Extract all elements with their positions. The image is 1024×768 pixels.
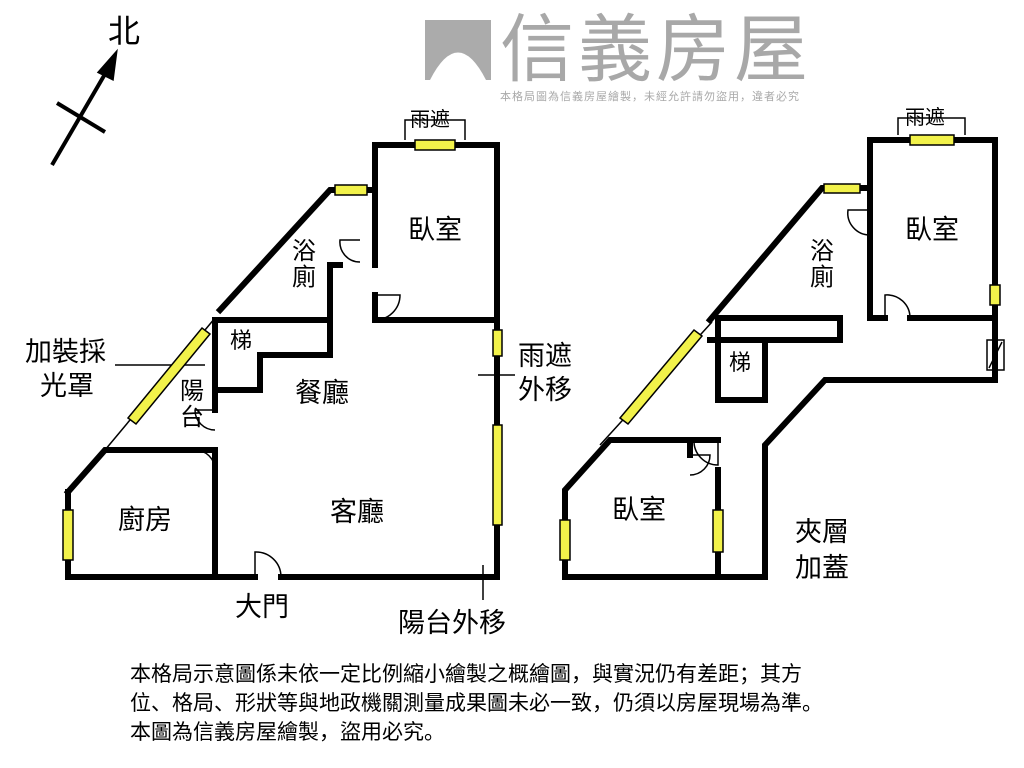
window [909,134,955,146]
door-icon [884,294,911,319]
kitchen-label: 廚房 [118,505,172,536]
bathroom-label: 浴廁 [292,237,316,291]
window [492,329,503,357]
canopy-label: 雨遮 [410,107,450,131]
note-line: 本格局示意圖係未依一定比例縮小繪製之概繪圖，與實況仍有差距；其方 [130,662,802,686]
window [126,326,212,426]
canopy-moved-label: 雨遮外移 [518,341,572,406]
walls [63,137,998,580]
windows [62,134,1001,561]
canopy-frames [404,117,1005,371]
main-door-label: 大門 [235,592,289,623]
balcony-label: 陽台 [180,377,204,431]
living-label: 客廳 [330,497,384,528]
north-label: 北 [108,12,141,50]
dining-label: 餐廳 [295,378,349,409]
window [989,284,1001,306]
balcony-moved-label: 陽台外移 [398,608,506,639]
door-icon [689,454,711,476]
skylight-cover-label: 加裝採光罩 [25,337,106,402]
bathroom-label: 浴廁 [810,237,834,291]
window [712,509,724,553]
door-icon [693,439,719,466]
window [414,139,456,151]
window [618,328,704,426]
north-arrow-icon [50,48,118,167]
note-line: 位、格局、形狀等與地政機關測量成果圖未必一致，仍須以房屋現場為準。 [130,691,823,715]
bedroom-top-label: 臥室 [905,215,959,246]
disclaimer-note: 本格局示意圖係未依一定比例縮小繪製之概繪圖，與實況仍有差距；其方 位、格局、形狀… [130,660,1010,747]
watermark-logo [425,20,491,80]
watermark-notice: 本格局圖為信義房屋繪製，未經允許請勿盜用，違者必究 [500,90,800,103]
door-icon [194,449,216,471]
window [823,183,861,194]
window [559,519,571,561]
watermark-brand: 信義房屋 [500,7,812,93]
window [62,509,74,561]
canopy-label: 雨遮 [905,105,945,129]
mezzanine-label: 夾層加蓋 [795,517,849,584]
stairs-label: 梯 [230,329,253,354]
guide-lines [104,317,713,600]
main-door-icon [254,551,282,578]
bedroom-label: 臥室 [408,215,462,246]
doors [194,209,911,578]
door-icon [374,294,401,321]
window [334,184,368,196]
stairs-label: 梯 [729,351,752,376]
door-icon [847,209,871,236]
window [492,424,503,526]
door-icon [194,409,216,431]
note-line: 本圖為信義房屋繪製，盜用必究。 [130,720,445,744]
door-icon [339,239,361,263]
bedroom-bottom-label: 臥室 [612,495,666,526]
